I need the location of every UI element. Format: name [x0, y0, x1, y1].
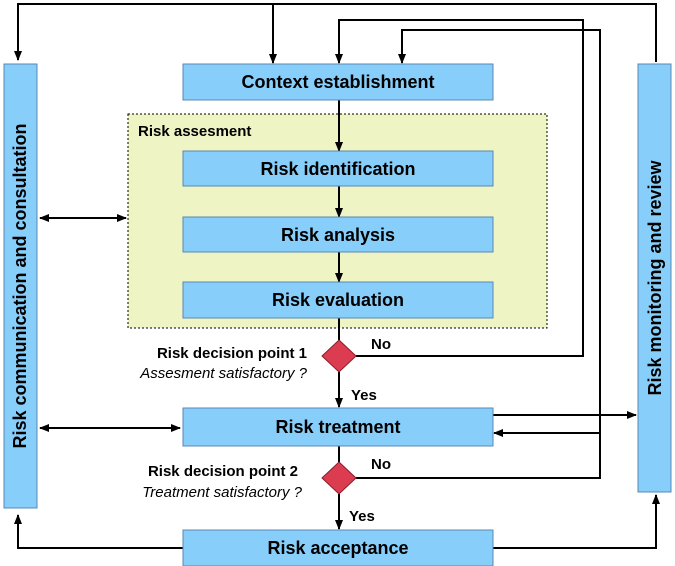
decision2-no-label: No	[371, 456, 391, 473]
decision2-question: Treatment satisfactory ?	[142, 484, 302, 501]
acceptance-to-communication-arrow	[14, 514, 183, 549]
decision1-question: Assesment satisfactory ?	[139, 365, 307, 382]
context-box	[182, 63, 494, 101]
connectors	[14, 3, 660, 549]
analysis-box	[182, 216, 494, 253]
decision1-yes-label: Yes	[351, 387, 377, 404]
acceptance-box	[182, 529, 494, 566]
risk-assessment-label: Risk assesment	[138, 123, 251, 140]
decision1-diamond	[321, 339, 357, 373]
acceptance-label: Risk acceptance	[267, 538, 408, 558]
treatment-label: Risk treatment	[275, 417, 400, 437]
decision1-no-loop-arrow	[335, 19, 584, 357]
top-to-communication-arrow	[14, 3, 657, 62]
communication-bar	[3, 63, 38, 509]
analysis-label: Risk analysis	[281, 225, 395, 245]
monitoring-bar-label: Risk monitoring and review	[645, 159, 665, 395]
decision2-no-loop-arrow	[356, 29, 601, 479]
decision2-title: Risk decision point 2	[148, 463, 298, 480]
decision1-title: Risk decision point 1	[157, 345, 307, 362]
identification-label: Risk identification	[260, 159, 415, 179]
identification-box	[182, 150, 494, 187]
acceptance-to-monitoring-arrow	[493, 494, 660, 549]
treatment-box	[182, 407, 494, 447]
context-label: Context establishment	[241, 72, 434, 92]
evaluation-label: Risk evaluation	[272, 290, 404, 310]
communication-bar-label: Risk communication and consultation	[10, 123, 30, 448]
decision1-no-label: No	[371, 336, 391, 353]
decision2-yes-label: Yes	[349, 508, 375, 525]
evaluation-box	[182, 281, 494, 319]
monitoring-bar	[637, 63, 672, 493]
decision2-diamond	[321, 461, 357, 495]
